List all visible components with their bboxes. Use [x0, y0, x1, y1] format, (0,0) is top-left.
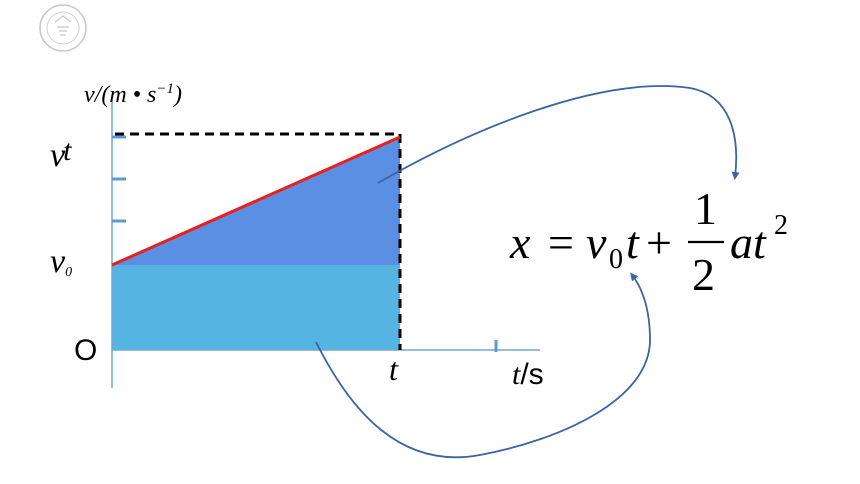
t-label: t: [389, 351, 399, 387]
formula-numerator: 1: [694, 183, 717, 234]
displacement-formula: x = v 0 t + 1 2 at 2: [509, 183, 788, 300]
formula-v-sub: 0: [609, 244, 623, 275]
formula-plus: +: [646, 217, 672, 268]
velocity-line: [111, 135, 401, 267]
university-seal-icon: [39, 4, 87, 52]
formula-denominator: 2: [692, 249, 715, 300]
formula-exponent: 2: [774, 210, 788, 241]
origin-label: O: [74, 334, 97, 367]
formula-lhs: x: [509, 217, 531, 268]
formula-at: at: [730, 217, 767, 268]
v0-label: v0: [50, 243, 72, 280]
triangle-arrow: [377, 85, 740, 184]
x-axis-label: t/s: [512, 358, 544, 391]
y-axis-label: v/(m • s−1): [84, 81, 182, 108]
formula-equals: =: [548, 217, 574, 268]
formula-v: v: [586, 217, 607, 268]
rectangle-area: [112, 265, 400, 350]
rectangle-arrow: [315, 272, 651, 459]
formula-t: t: [626, 217, 640, 268]
vt-label: vt: [50, 134, 72, 174]
